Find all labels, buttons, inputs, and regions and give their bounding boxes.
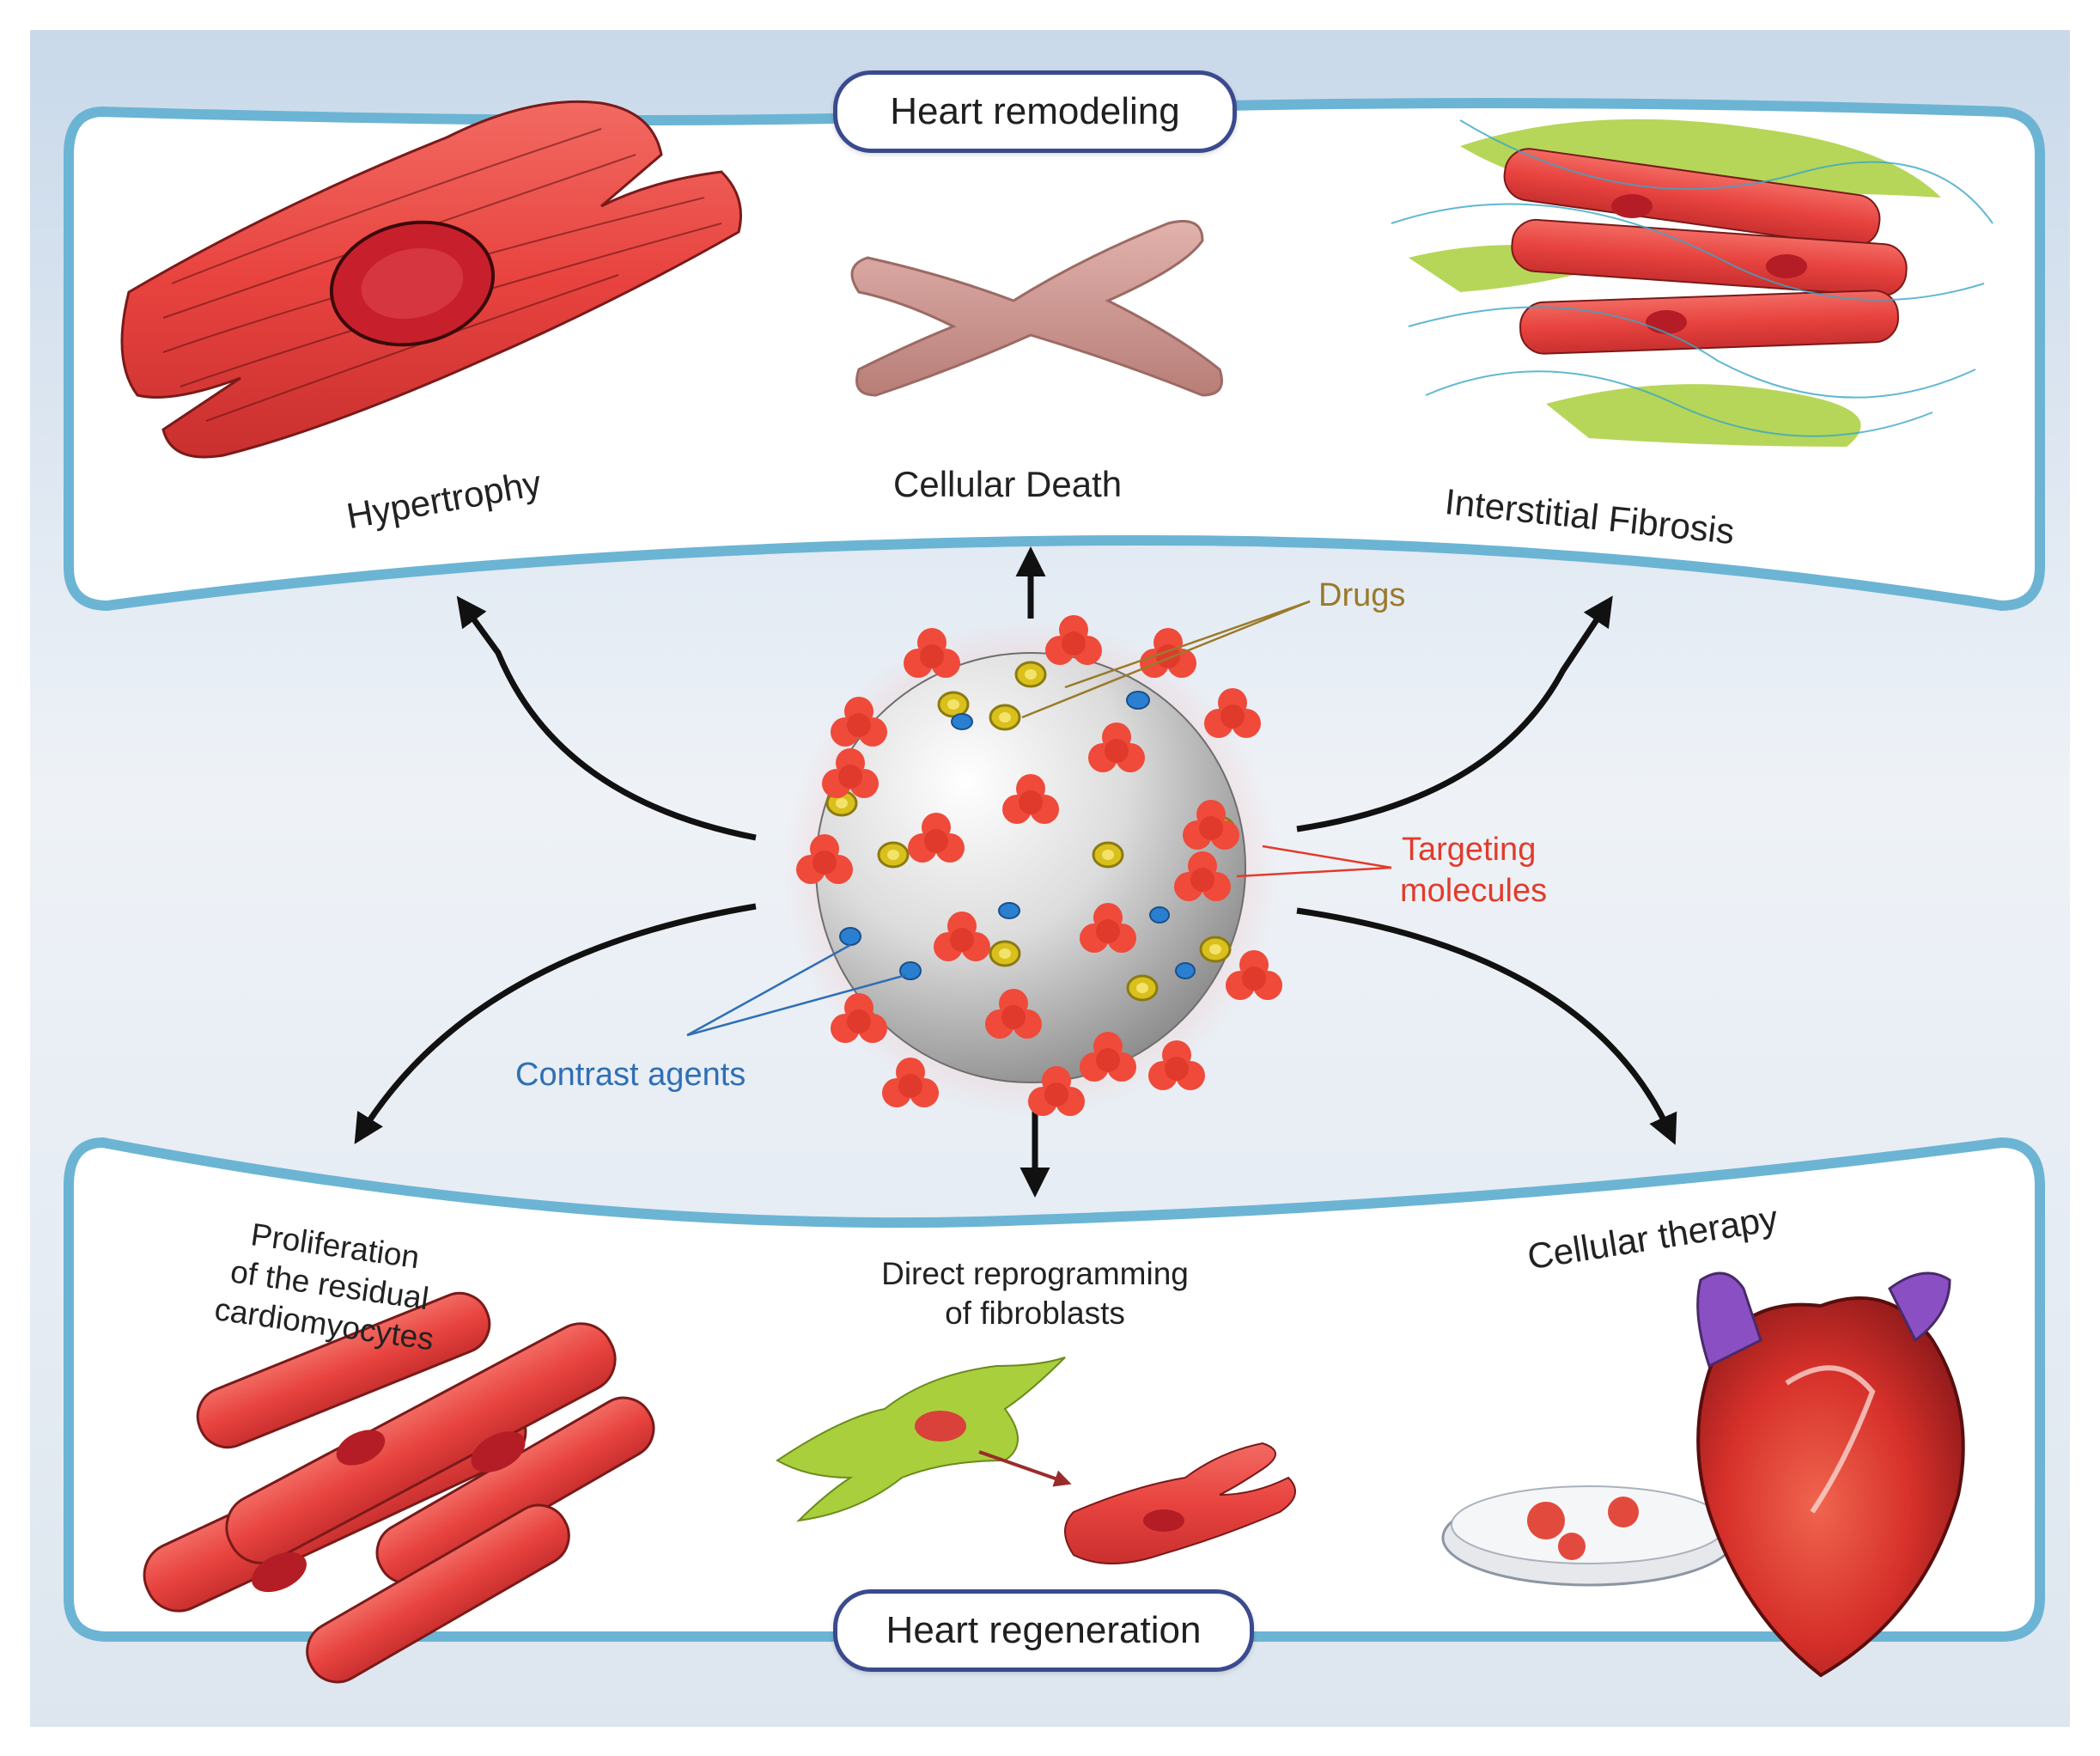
drugs-label: Drugs <box>1318 577 1406 613</box>
reprogramming-cells <box>776 1357 1296 1564</box>
regeneration-title-text: Heart regeneration <box>886 1609 1202 1651</box>
callout-lines <box>686 600 1392 1037</box>
hypertrophy-cell <box>120 100 742 459</box>
reprogramming-line-1: Direct reprogramming <box>881 1256 1189 1291</box>
targeting-line-1: Targeting <box>1402 832 1537 868</box>
flow-arrows <box>354 546 1677 1198</box>
targeting-molecules-label: Targeting molecules <box>1400 829 1547 912</box>
dead-cell <box>850 220 1223 397</box>
fibrosis-cells <box>1391 119 1993 447</box>
reprogramming-line-2: of fibroblasts <box>945 1296 1125 1331</box>
proliferation-cells <box>143 1291 655 1684</box>
regeneration-title: Heart regeneration <box>833 1589 1254 1672</box>
remodeling-title: Heart remodeling <box>833 70 1237 153</box>
cellular-death-label: Cellular Death <box>893 464 1123 504</box>
targeting-line-2: molecules <box>1400 873 1548 909</box>
cellular-therapy-illustration <box>1441 1271 1965 1678</box>
nanoparticle <box>782 615 1282 1117</box>
reprogramming-label: Direct reprogramming of fibroblasts <box>846 1254 1224 1333</box>
remodeling-title-text: Heart remodeling <box>890 90 1180 132</box>
contrast-agents-label: Contrast agents <box>515 1057 746 1093</box>
